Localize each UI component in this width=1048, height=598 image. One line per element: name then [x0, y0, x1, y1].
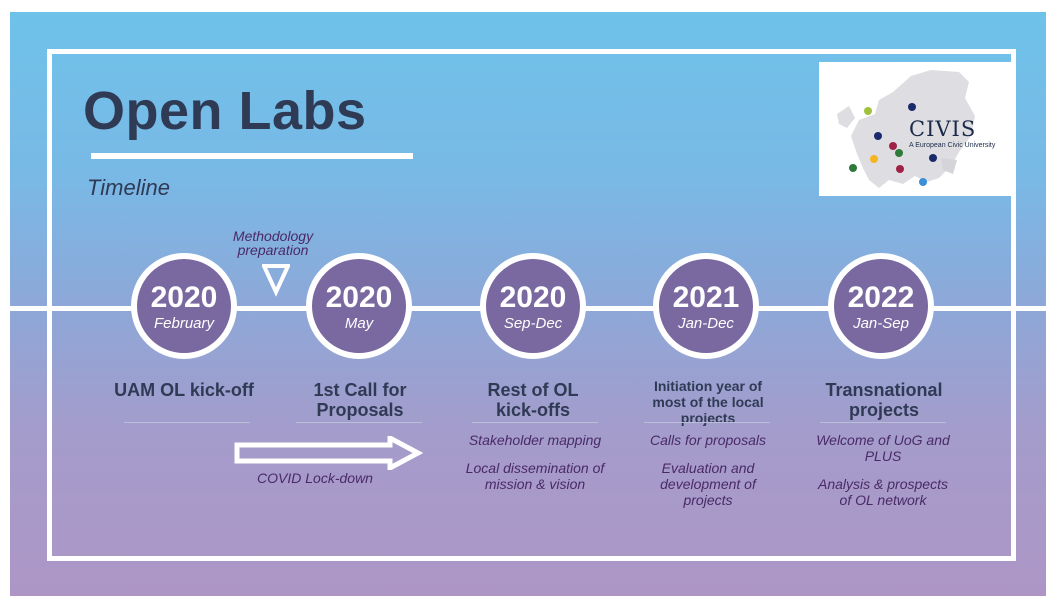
milestone-year: 2020	[150, 281, 218, 314]
milestone-divider	[296, 422, 422, 423]
milestone-title: Initiation year of most of the local pro…	[652, 378, 764, 426]
milestone-title: Transnational projects	[825, 380, 943, 420]
milestone-note: Analysis & prospects of OL network	[818, 476, 948, 508]
right-arrow-icon	[234, 436, 424, 470]
milestone-title: UAM OL kick-off	[114, 380, 254, 400]
milestone-note: Stakeholder mapping	[468, 432, 602, 448]
milestone-note: Calls for proposals	[650, 432, 766, 448]
milestone-period: May	[344, 315, 374, 332]
milestone-year: 2020	[499, 281, 567, 314]
methodology-label: Methodology preparation	[232, 228, 314, 258]
slide: Open Labs Timeline CIVIS A European Civi…	[10, 12, 1046, 596]
logo-name: CIVIS	[909, 117, 977, 141]
slide-frame	[47, 49, 1016, 561]
milestone-year: 2021	[672, 281, 740, 314]
milestone-period: February	[153, 315, 215, 332]
milestone-notes: Stakeholder mapping Local dissemination …	[465, 432, 605, 504]
europe-map-icon	[837, 70, 975, 188]
milestone-divider	[124, 422, 250, 423]
logo-tagline: A European Civic University	[909, 142, 996, 149]
down-triangle-icon	[262, 264, 290, 297]
milestone-notes: Welcome of UoG and PLUS Analysis & prosp…	[813, 432, 953, 520]
milestone-title: 1st Call for Proposals	[313, 380, 407, 420]
page-subtitle: Timeline	[87, 175, 170, 200]
milestone-2020-february: 2020 February	[131, 253, 237, 359]
milestone-period: Jan-Sep	[853, 315, 909, 332]
milestone-divider	[472, 422, 598, 423]
milestone-note: Evaluation and development of projects	[660, 460, 756, 508]
milestone-period: Sep-Dec	[503, 315, 563, 332]
covid-label: COVID Lock-down	[257, 470, 373, 486]
milestone-divider	[644, 422, 770, 423]
milestone-2021-jan-dec: 2021 Jan-Dec	[653, 253, 759, 359]
milestone-2022-jan-sep: 2022 Jan-Sep	[828, 253, 934, 359]
milestone-year: 2022	[847, 281, 915, 314]
title-underline	[91, 153, 413, 159]
milestone-year: 2020	[325, 281, 393, 314]
milestone-2020-sep-dec: 2020 Sep-Dec	[480, 253, 586, 359]
civis-logo: CIVIS A European Civic University	[819, 62, 1014, 196]
milestone-divider	[820, 422, 946, 423]
milestone-note: Local dissemination of mission & vision	[465, 460, 605, 492]
milestone-title: Rest of OL kick-offs	[487, 380, 579, 420]
milestone-period: Jan-Dec	[678, 315, 734, 332]
milestone-2020-may: 2020 May	[306, 253, 412, 359]
milestone-notes: Calls for proposals Evaluation and devel…	[638, 432, 778, 520]
milestone-note: Welcome of UoG and PLUS	[816, 432, 950, 464]
page-title: Open Labs	[83, 81, 367, 141]
